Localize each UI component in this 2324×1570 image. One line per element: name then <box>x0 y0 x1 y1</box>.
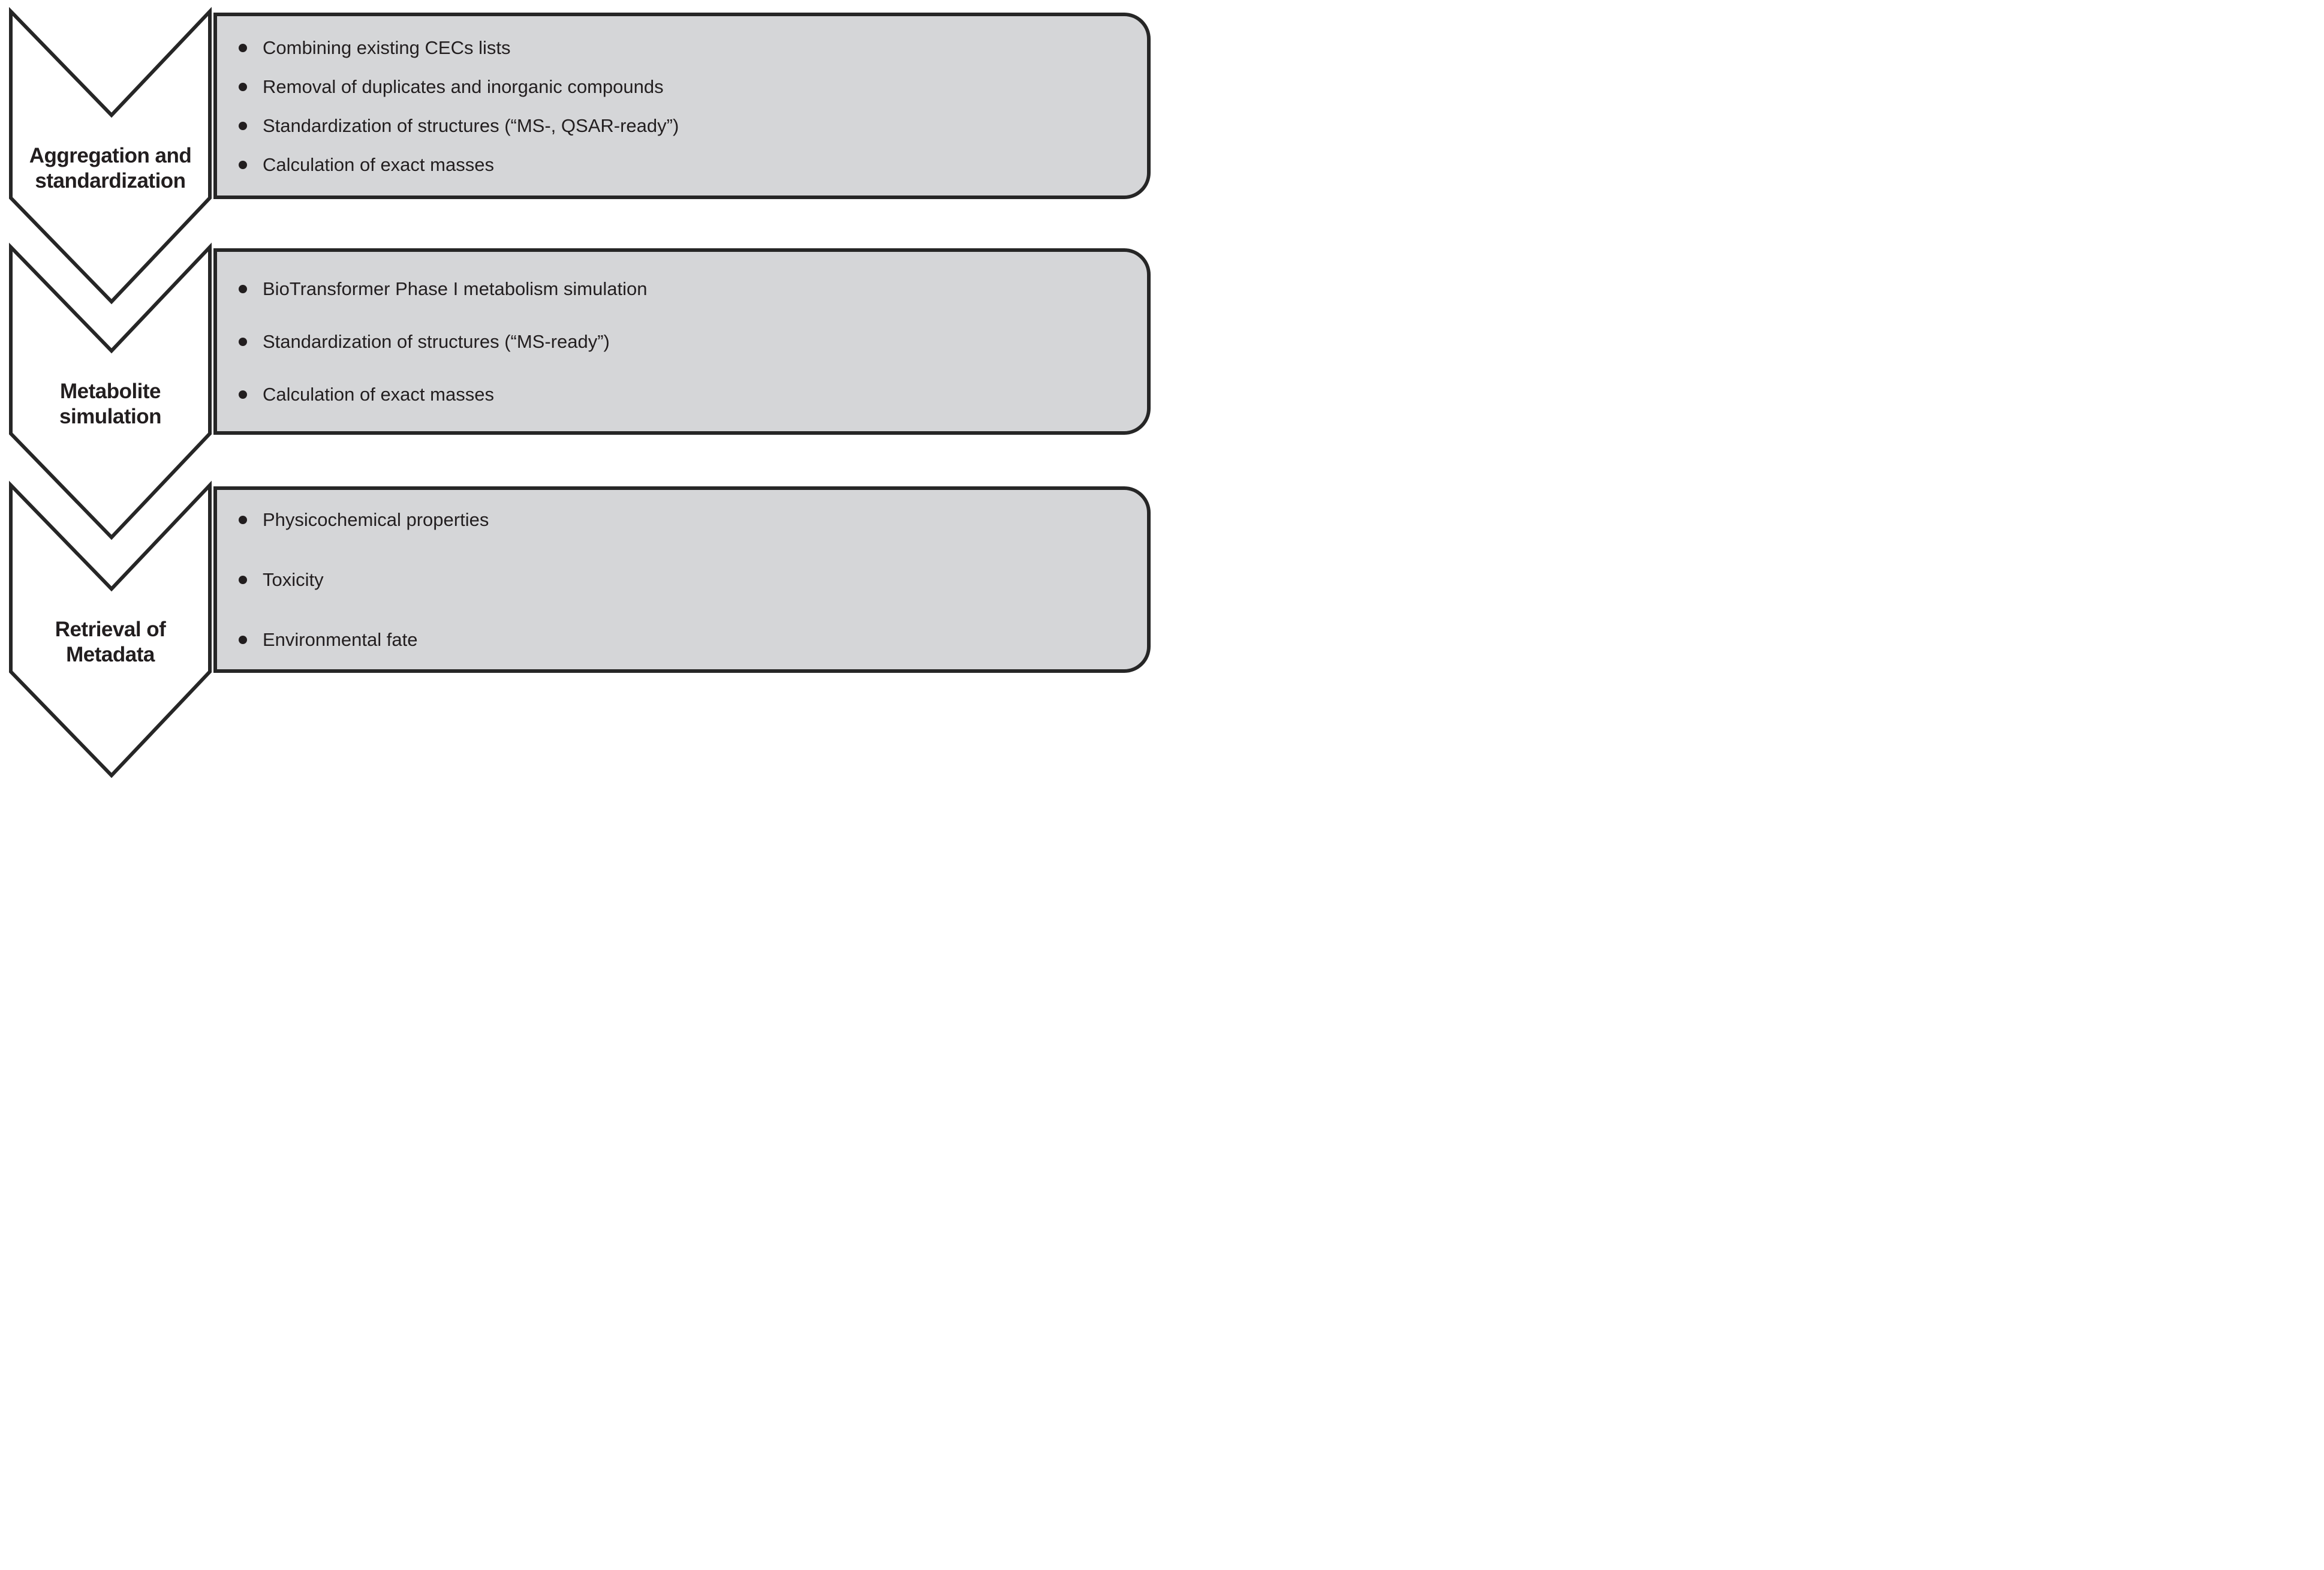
bullet-list: Combining existing CECs lists Removal of… <box>217 36 1147 176</box>
chevron-down-arrow-2 <box>9 242 212 540</box>
chevron-process-diagram: Aggregation and standardization Metaboli… <box>0 0 1162 785</box>
list-item: Removal of duplicates and inorganic comp… <box>217 75 1117 98</box>
bullet-text: Combining existing CECs lists <box>263 37 511 58</box>
step-label-line: Metadata <box>66 643 155 666</box>
bullet-dot-icon <box>239 338 247 346</box>
bullet-dot-icon <box>239 390 247 399</box>
bullet-dot-icon <box>239 636 247 644</box>
bullet-dot-icon <box>239 285 247 293</box>
bullet-text: Standardization of structures (“MS-ready… <box>263 331 610 352</box>
bullet-text: BioTransformer Phase I metabolism simula… <box>263 278 648 299</box>
bullet-list: Physicochemical properties Toxicity Envi… <box>217 508 1147 651</box>
list-item: Standardization of structures (“MS-ready… <box>217 330 1117 353</box>
bullet-text: Calculation of exact masses <box>263 384 494 405</box>
list-item: Environmental fate <box>217 628 1117 651</box>
bullet-text: Calculation of exact masses <box>263 154 494 175</box>
bullet-text: Toxicity <box>263 569 324 590</box>
bullet-dot-icon <box>239 43 247 52</box>
bullet-dot-icon <box>239 576 247 584</box>
chevron-arrows-layer <box>9 7 212 778</box>
list-item: Calculation of exact masses <box>217 153 1117 176</box>
bullet-list: BioTransformer Phase I metabolism simula… <box>217 277 1147 406</box>
step-panel-aggregation: Combining existing CECs lists Removal of… <box>213 13 1151 199</box>
list-item: Calculation of exact masses <box>217 383 1117 406</box>
chevron-down-arrow-3 <box>9 480 212 778</box>
bullet-text: Removal of duplicates and inorganic comp… <box>263 76 664 97</box>
bullet-dot-icon <box>239 516 247 524</box>
chevron-down-arrow-1 <box>9 7 212 305</box>
step-label-line: standardization <box>35 169 186 193</box>
list-item: Standardization of structures (“MS-, QSA… <box>217 114 1117 137</box>
step-label-line: Aggregation and <box>29 144 192 167</box>
bullet-text: Environmental fate <box>263 629 418 650</box>
step-panel-metabolite: BioTransformer Phase I metabolism simula… <box>213 248 1151 435</box>
step-label-line: simulation <box>59 405 162 428</box>
step-panel-metadata: Physicochemical properties Toxicity Envi… <box>213 486 1151 673</box>
bullet-dot-icon <box>239 82 247 91</box>
bullet-dot-icon <box>239 160 247 169</box>
step-label-metabolite: Metabolite simulation <box>11 379 210 429</box>
list-item: Combining existing CECs lists <box>217 36 1117 59</box>
step-label-metadata: Retrieval of Metadata <box>11 617 210 667</box>
list-item: BioTransformer Phase I metabolism simula… <box>217 277 1117 300</box>
step-label-line: Metabolite <box>59 380 161 403</box>
step-label-aggregation: Aggregation and standardization <box>11 143 210 194</box>
bullet-text: Standardization of structures (“MS-, QSA… <box>263 115 679 136</box>
step-label-line: Retrieval of <box>55 618 166 641</box>
bullet-text: Physicochemical properties <box>263 509 489 530</box>
list-item: Physicochemical properties <box>217 508 1117 531</box>
list-item: Toxicity <box>217 568 1117 591</box>
bullet-dot-icon <box>239 121 247 130</box>
